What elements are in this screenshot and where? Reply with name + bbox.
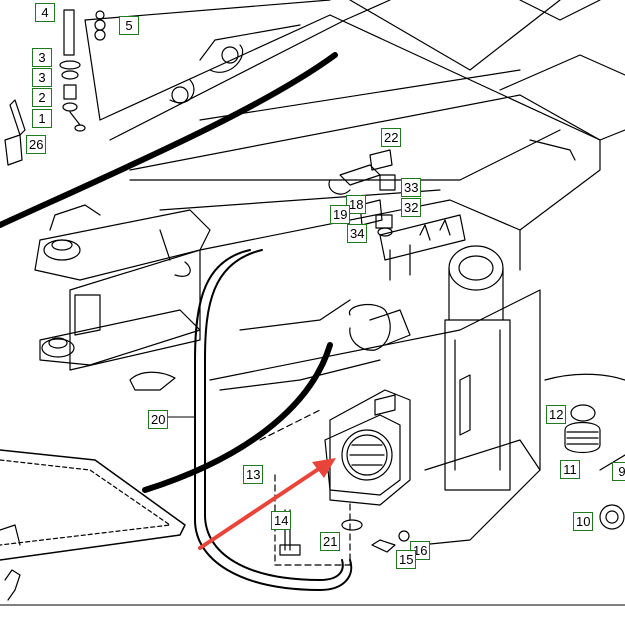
callout-5[interactable]: 5	[119, 16, 139, 35]
tray-section	[0, 449, 186, 601]
callout-10[interactable]: 10	[573, 512, 594, 531]
pivot-bracket	[34, 204, 211, 391]
callout-2[interactable]: 2	[32, 88, 52, 107]
callout-12[interactable]: 12	[546, 405, 567, 424]
callout-15[interactable]: 15	[396, 550, 417, 569]
upper-frame	[84, 0, 625, 231]
callout-21[interactable]: 21	[320, 532, 341, 551]
platform	[199, 199, 541, 546]
callout-9[interactable]: 9	[612, 462, 625, 481]
callout-22[interactable]: 22	[381, 128, 402, 147]
callout-19[interactable]: 19	[330, 205, 351, 224]
callout-34[interactable]: 34	[347, 224, 368, 243]
callout-20[interactable]: 20	[148, 410, 169, 429]
callout-26[interactable]: 26	[26, 135, 47, 154]
callout-11[interactable]: 11	[560, 460, 580, 479]
loop-handle	[349, 303, 411, 351]
heavy-curve-lower	[142, 342, 333, 493]
filter-housing	[324, 389, 411, 506]
bottom-hardware	[279, 509, 410, 556]
callout-13[interactable]: 13	[243, 465, 264, 484]
heavy-curve-upper	[0, 52, 338, 228]
callout-1[interactable]: 1	[32, 109, 52, 128]
callout-3[interactable]: 3	[32, 48, 52, 67]
callout-3[interactable]: 3	[32, 68, 52, 87]
hydraulic-cylinder	[444, 245, 511, 491]
callout-14[interactable]: 14	[271, 511, 292, 530]
callout-33[interactable]: 33	[401, 178, 422, 197]
red-pointer-arrow	[198, 458, 336, 550]
fitting-cluster	[328, 149, 466, 281]
exploded-parts-left	[4, 9, 106, 166]
right-components	[544, 373, 625, 530]
callout-4[interactable]: 4	[35, 3, 55, 22]
callout-18[interactable]: 18	[346, 195, 367, 214]
hose-loop	[164, 249, 353, 591]
callout-32[interactable]: 32	[401, 198, 422, 217]
